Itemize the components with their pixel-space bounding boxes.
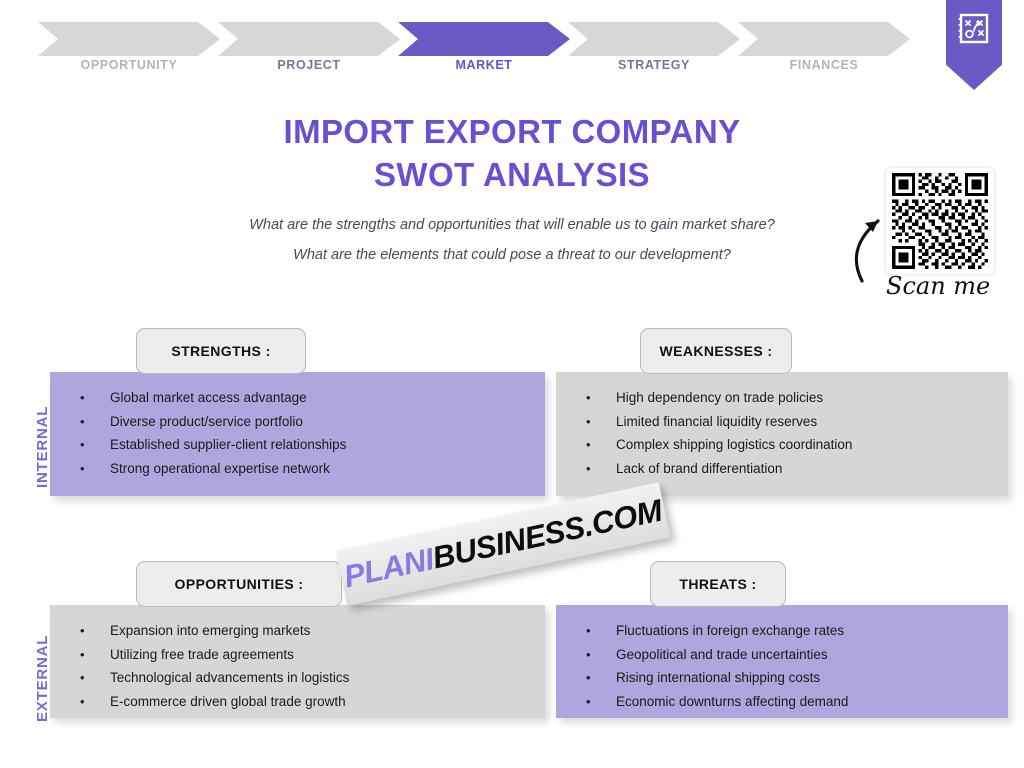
list-item: High dependency on trade policies xyxy=(574,386,998,410)
quadrant-heading-threats: THREATS : xyxy=(650,561,786,607)
watermark-part2: BUSINESS.COM xyxy=(429,492,665,576)
list-item: Technological advancements in logistics xyxy=(68,666,535,690)
page-title-line1: IMPORT EXPORT COMPANY xyxy=(283,113,741,150)
quadrant-panel-opportunities: Expansion into emerging marketsUtilizing… xyxy=(50,605,545,718)
nav-step-label: STRATEGY xyxy=(618,58,690,72)
quadrant-panel-strengths: Global market access advantageDiverse pr… xyxy=(50,372,545,496)
list-item: Geopolitical and trade uncertainties xyxy=(574,643,998,667)
nav-step-strategy[interactable] xyxy=(568,22,740,56)
nav-step-label: OPPORTUNITY xyxy=(80,58,178,72)
nav-step-market[interactable] xyxy=(398,22,570,56)
list-item: Utilizing free trade agreements xyxy=(68,643,535,667)
nav-step-opportunity[interactable] xyxy=(38,22,220,56)
list-item: Strong operational expertise network xyxy=(68,457,535,481)
list-item: Rising international shipping costs xyxy=(574,666,998,690)
watermark-part1: PLANI xyxy=(340,541,437,595)
axis-label-external: EXTERNAL xyxy=(34,634,51,722)
quadrant-list-opportunities: Expansion into emerging marketsUtilizing… xyxy=(68,619,535,713)
page-title-line2: SWOT ANALYSIS xyxy=(374,156,650,193)
subtitle-question-2: What are the elements that could pose a … xyxy=(293,247,731,263)
strategy-board-icon xyxy=(957,12,991,51)
list-item: Economic downturns affecting demand xyxy=(574,690,998,714)
nav-step-finances[interactable] xyxy=(738,22,910,56)
quadrant-panel-weaknesses: High dependency on trade policiesLimited… xyxy=(556,372,1008,496)
quadrant-heading-strengths: STRENGTHS : xyxy=(136,328,306,374)
quadrant-list-weaknesses: High dependency on trade policiesLimited… xyxy=(574,386,998,480)
nav-step-label: PROJECT xyxy=(277,58,341,72)
qr-scan-block[interactable]: Scan me xyxy=(848,160,1016,310)
axis-label-internal: INTERNAL xyxy=(34,405,51,488)
nav-step-chevron xyxy=(218,22,400,56)
nav-step-chevron xyxy=(398,22,570,56)
title-block: IMPORT EXPORT COMPANY SWOT ANALYSIS What… xyxy=(0,110,1024,270)
qr-code-icon[interactable] xyxy=(886,168,994,274)
quadrant-list-threats: Fluctuations in foreign exchange ratesGe… xyxy=(574,619,998,713)
nav-step-chevron xyxy=(568,22,740,56)
list-item: Complex shipping logistics coordination xyxy=(574,433,998,457)
quadrant-panel-threats: Fluctuations in foreign exchange ratesGe… xyxy=(556,605,1008,718)
quadrant-heading-opportunities: OPPORTUNITIES : xyxy=(136,561,342,607)
nav-step-chevron xyxy=(738,22,910,56)
list-item: Fluctuations in foreign exchange rates xyxy=(574,619,998,643)
list-item: Lack of brand differentiation xyxy=(574,457,998,481)
nav-step-project[interactable] xyxy=(218,22,400,56)
quadrant-list-strengths: Global market access advantageDiverse pr… xyxy=(68,386,535,480)
curved-arrow-icon xyxy=(848,205,896,288)
subtitle-question-1: What are the strengths and opportunities… xyxy=(249,217,775,233)
list-item: Expansion into emerging markets xyxy=(68,619,535,643)
scan-me-caption: Scan me xyxy=(886,272,991,300)
list-item: E-commerce driven global trade growth xyxy=(68,690,535,714)
nav-step-chevron xyxy=(38,22,220,56)
nav-step-label: MARKET xyxy=(455,58,513,72)
list-item: Global market access advantage xyxy=(68,386,535,410)
strategy-ribbon-logo xyxy=(946,0,1002,90)
nav-step-label: FINANCES xyxy=(789,58,859,72)
list-item: Limited financial liquidity reserves xyxy=(574,410,998,434)
list-item: Diverse product/service portfolio xyxy=(68,410,535,434)
process-step-nav: OPPORTUNITY PROJECT MARKET STRATEGY FINANCES xyxy=(0,0,940,92)
quadrant-heading-weaknesses: WEAKNESSES : xyxy=(640,328,792,374)
list-item: Established supplier-client relationship… xyxy=(68,433,535,457)
